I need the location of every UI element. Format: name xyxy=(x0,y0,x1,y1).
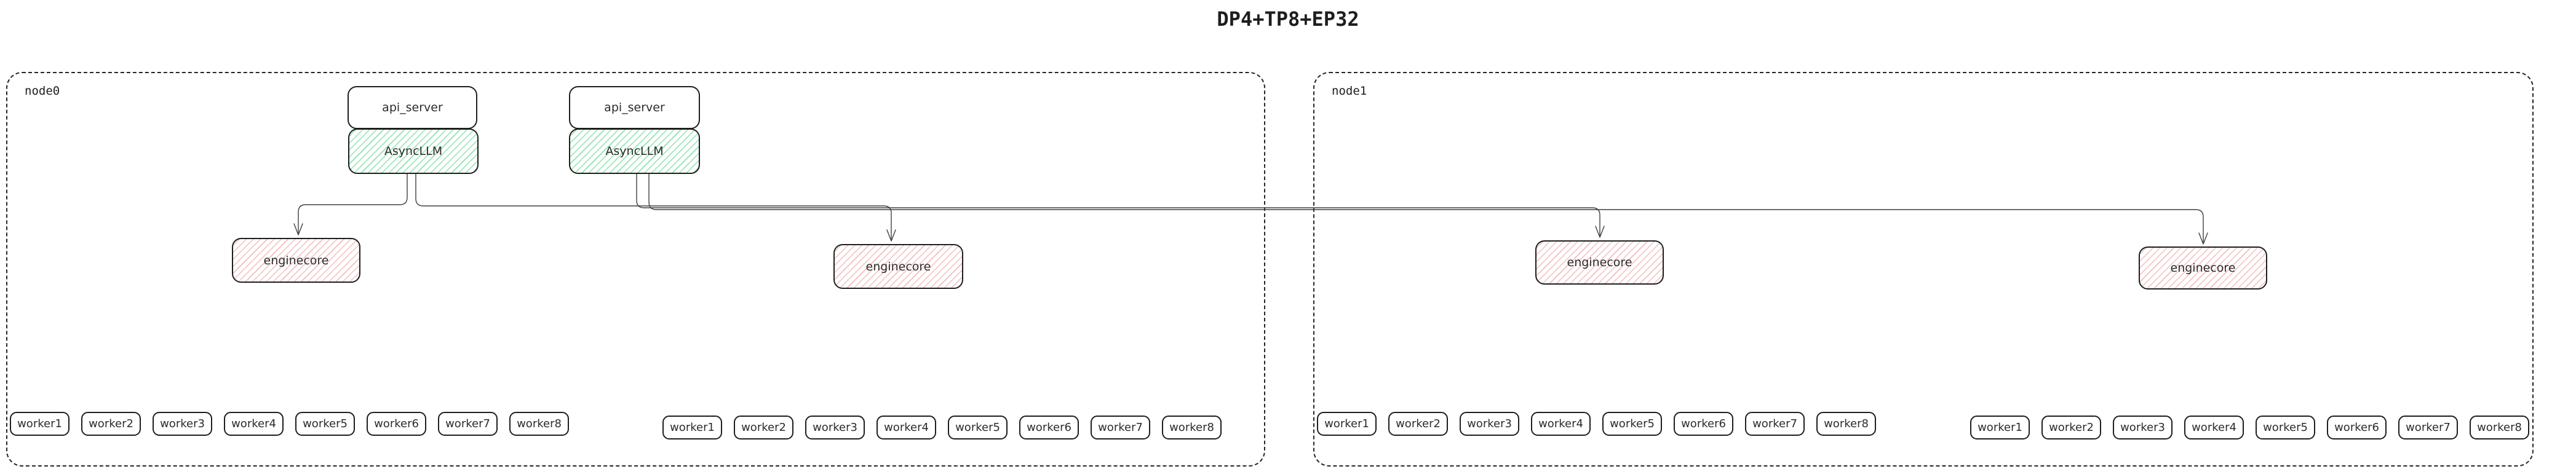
worker-box: worker3 xyxy=(805,416,865,439)
enginecore-box-1: enginecore xyxy=(232,238,360,283)
worker-box: worker5 xyxy=(948,416,1008,439)
api-server-box-1: api_server xyxy=(348,86,477,129)
worker-box: worker8 xyxy=(2470,416,2529,439)
worker-box: worker4 xyxy=(2184,416,2244,439)
worker-box: worker8 xyxy=(1162,416,1222,439)
asyncllm-box-2: AsyncLLM xyxy=(569,128,700,174)
worker-box: worker1 xyxy=(10,412,70,436)
worker-box: worker3 xyxy=(1460,412,1519,436)
worker-box: worker8 xyxy=(509,412,569,436)
worker-box: worker2 xyxy=(734,416,793,439)
worker-box: worker5 xyxy=(1602,412,1662,436)
worker-box: worker1 xyxy=(1970,416,2030,439)
enginecore-box-3: enginecore xyxy=(1535,240,1664,285)
worker-box: worker4 xyxy=(224,412,284,436)
node1-label: node1 xyxy=(1332,84,1367,98)
diagram-title: DP4+TP8+EP32 xyxy=(1217,7,1359,31)
worker-box: worker1 xyxy=(1317,412,1377,436)
worker-box: worker7 xyxy=(1091,416,1150,439)
worker-box: worker6 xyxy=(1019,416,1079,439)
worker-box: worker6 xyxy=(2327,416,2387,439)
worker-box: worker5 xyxy=(295,412,355,436)
worker-group-node0-a: worker1 worker2 worker3 worker4 worker5 worke… xyxy=(10,412,569,436)
worker-box: worker6 xyxy=(1674,412,1733,436)
worker-box: worker2 xyxy=(81,412,141,436)
worker-box: worker5 xyxy=(2256,416,2315,439)
worker-box: worker7 xyxy=(1745,412,1805,436)
worker-group-node1-b: worker1 worker2 worker3 worker4 worker5 worke… xyxy=(1970,416,2529,439)
worker-box: worker7 xyxy=(2398,416,2458,439)
api-server-box-2: api_server xyxy=(569,86,700,129)
enginecore-box-4: enginecore xyxy=(2139,246,2267,290)
worker-box: worker3 xyxy=(153,412,212,436)
worker-box: worker2 xyxy=(1388,412,1448,436)
asyncllm-box-1: AsyncLLM xyxy=(348,128,479,174)
worker-box: worker1 xyxy=(662,416,722,439)
worker-box: worker4 xyxy=(877,416,936,439)
worker-box: worker3 xyxy=(2113,416,2173,439)
worker-group-node0-b: worker1 worker2 worker3 worker4 worker5 worke… xyxy=(662,416,1222,439)
worker-group-node1-a: worker1 worker2 worker3 worker4 worker5 worke… xyxy=(1317,412,1876,436)
node1-container: node1 xyxy=(1313,72,2534,467)
worker-box: worker6 xyxy=(367,412,426,436)
worker-box: worker7 xyxy=(438,412,498,436)
enginecore-box-2: enginecore xyxy=(833,244,963,289)
worker-box: worker8 xyxy=(1816,412,1876,436)
worker-box: worker4 xyxy=(1531,412,1591,436)
worker-box: worker2 xyxy=(2041,416,2101,439)
node0-container: node0 xyxy=(6,72,1265,467)
node0-label: node0 xyxy=(25,84,60,98)
